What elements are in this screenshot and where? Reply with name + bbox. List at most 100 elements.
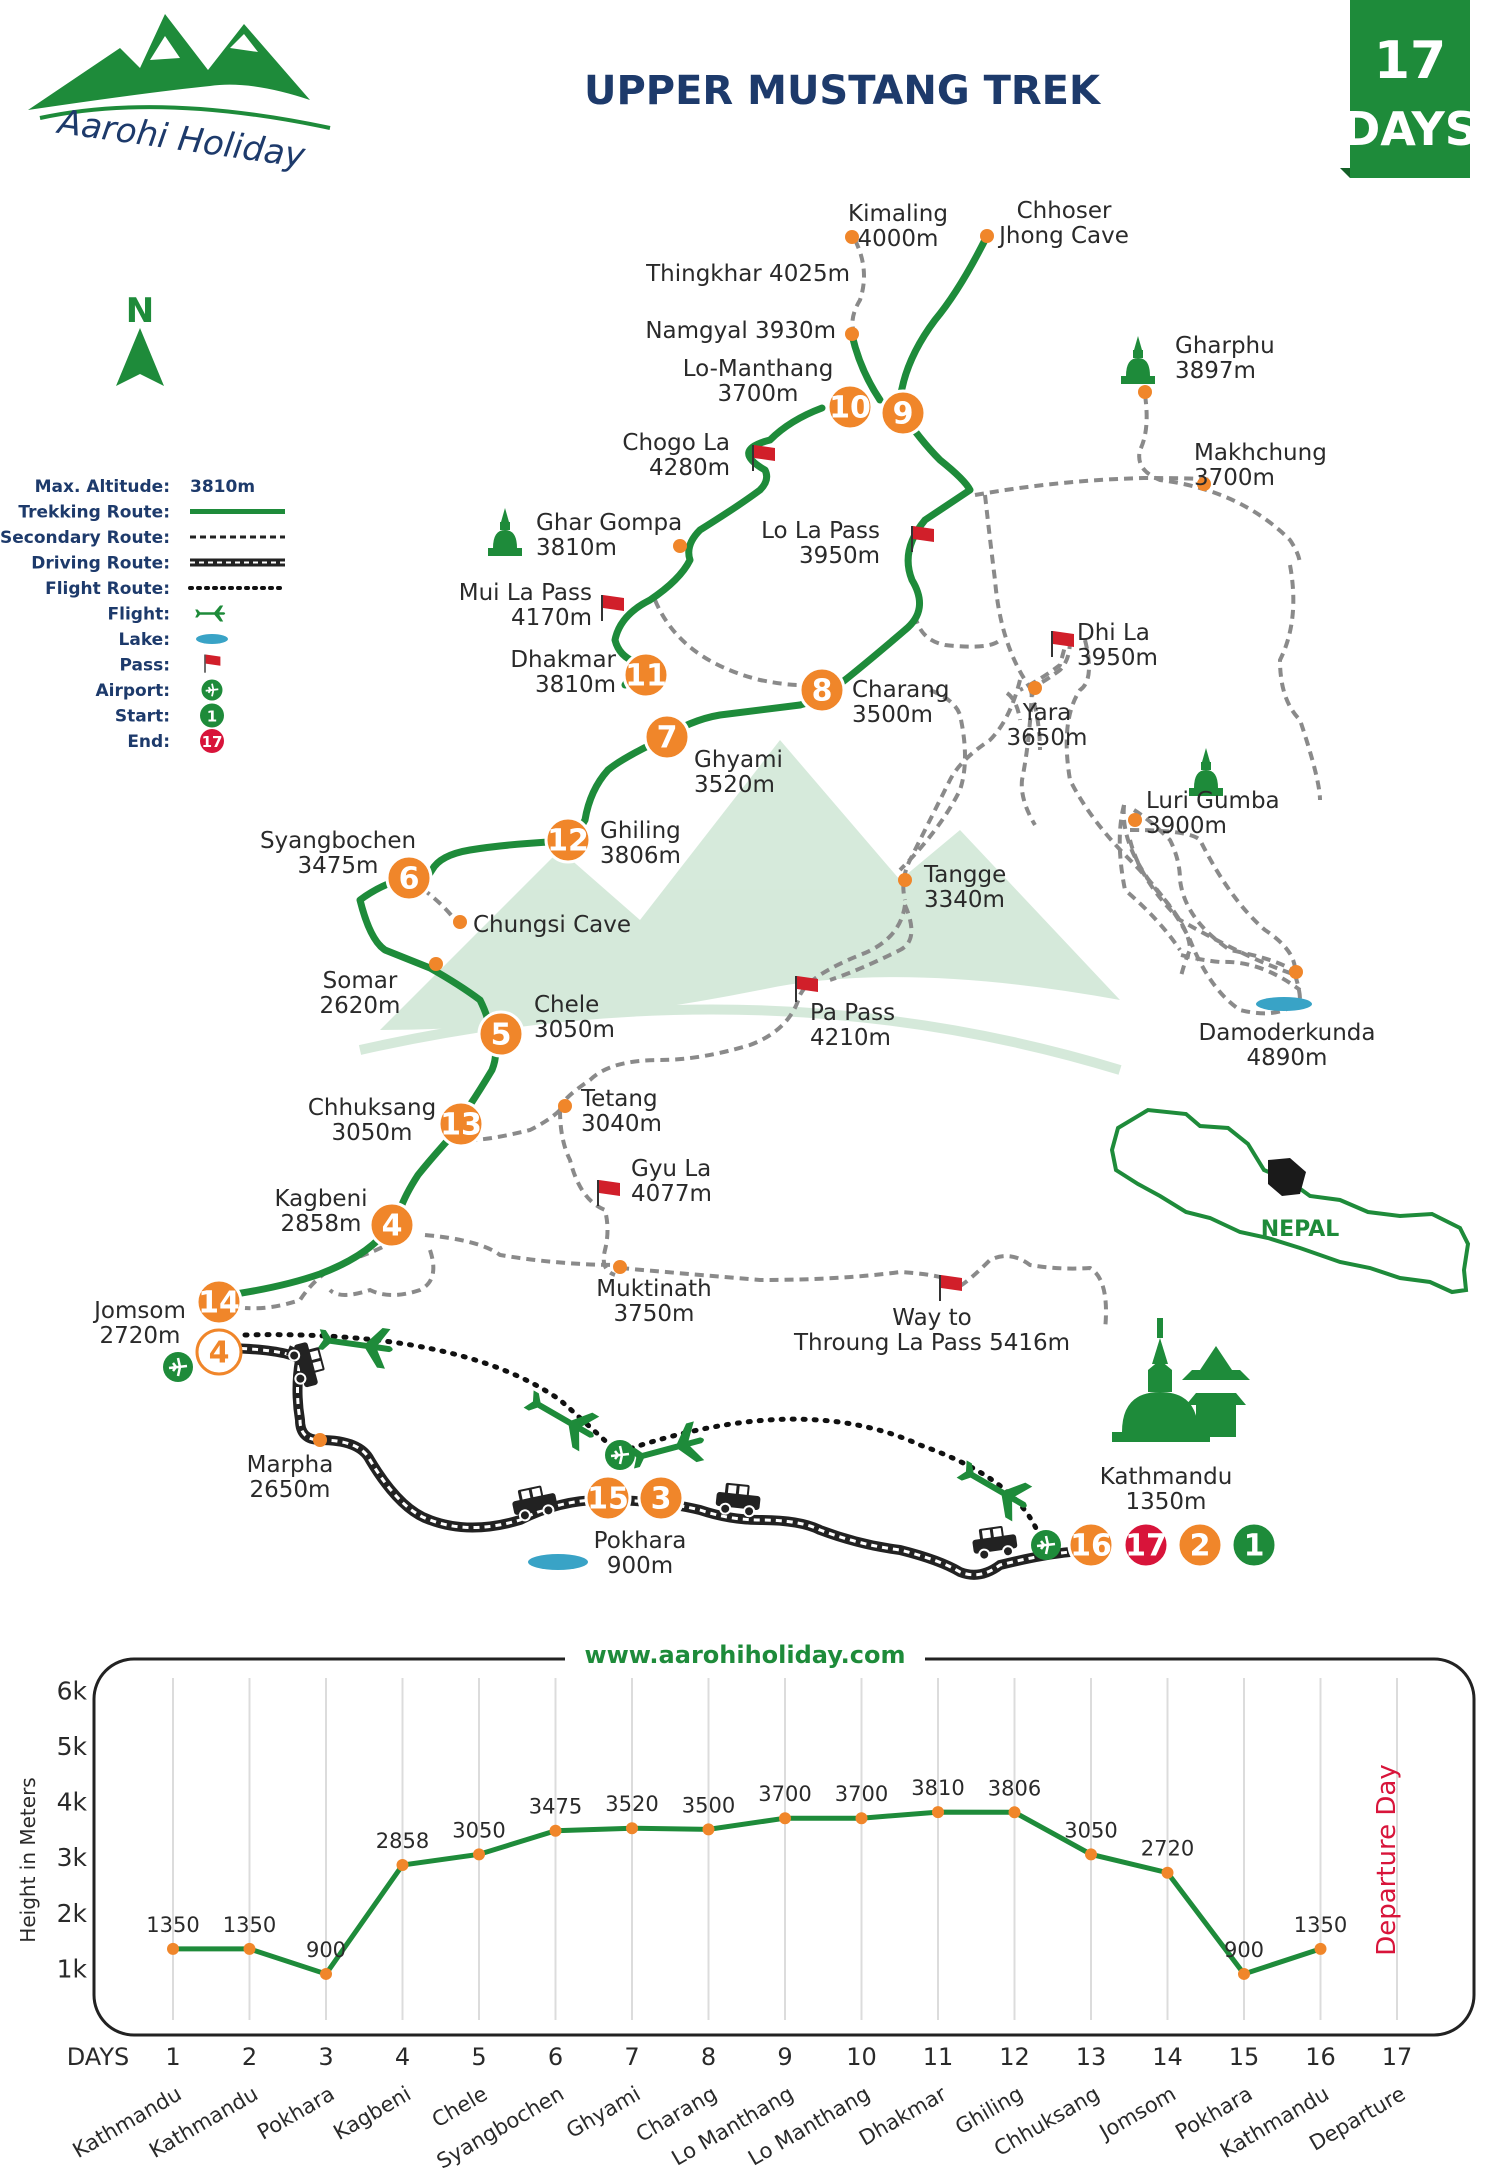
place-label-pokhara: Pokhara [594, 1528, 687, 1554]
nepal-inset-map: NEPAL [1109, 1107, 1471, 1295]
brand-name: Aarohi Holiday [54, 102, 308, 177]
day-marker-d1 [1230, 1521, 1278, 1569]
place-label-thoronglapass: Way to [892, 1305, 971, 1331]
place-label-ghargompa: Ghar Gompa [536, 510, 682, 536]
place-label-pokhara: 900m [607, 1553, 673, 1579]
chart-point [243, 1942, 256, 1955]
place-label-tangge: Tangge [923, 862, 1006, 888]
day-marker-d3 [637, 1474, 685, 1522]
day-marker-number: 15 [587, 1482, 629, 1517]
chart-point [396, 1859, 409, 1872]
chart-day-place: Syangbochen [433, 2082, 568, 2171]
day-marker-d9 [879, 389, 927, 437]
place-label-muilapass: 4170m [511, 605, 592, 631]
place-label-makhchung: Makhchung [1194, 440, 1327, 466]
chart-data-label: 3806 [988, 1776, 1041, 1800]
chart-day-place: Jomsom [1094, 2082, 1180, 2146]
chart-point [1314, 1942, 1327, 1955]
place-label-gyula: Gyu La [631, 1156, 711, 1182]
chart-day-place: Pokhara [253, 2082, 338, 2145]
legend-label: Lake: [119, 630, 170, 650]
logo-swoosh-icon [39, 105, 331, 130]
legend-lake-icon [196, 634, 228, 644]
place-label-tangge: 3340m [924, 887, 1005, 913]
chart-point [1085, 1848, 1097, 1861]
duration-badge: 17 DAYS [1340, 0, 1478, 178]
logo-mountains-icon [28, 14, 310, 110]
day-marker-number: 12 [547, 824, 589, 859]
place-label-thingkhar: Thingkhar 4025m [645, 261, 850, 287]
day-marker-number: 1 [1244, 1529, 1265, 1564]
north-label: N [126, 291, 154, 331]
day-marker-number: 16 [1070, 1529, 1112, 1564]
chart-day-number: 4 [395, 2043, 410, 2071]
legend-plane-icon [195, 605, 226, 622]
place-label-kagbeni: 2858m [281, 1211, 362, 1237]
place-label-muktinath: 3750m [614, 1301, 695, 1327]
chart-y-tick: 4k [57, 1788, 88, 1817]
place-label-chungsicave: Chungsi Cave [473, 912, 631, 938]
chart-day-number: 14 [1152, 2043, 1183, 2071]
duration-days: 17 [1374, 31, 1446, 91]
day-marker-number: 3 [651, 1482, 672, 1517]
place-label-ghyami: 3520m [694, 772, 775, 798]
place-label-dhakmar: Dhakmar [510, 647, 616, 673]
chart-data-label: 2858 [376, 1829, 429, 1853]
chart-point [1238, 1967, 1250, 1980]
gompa-icon [1121, 336, 1155, 384]
chart-day-place: Ghyami [562, 2082, 644, 2143]
place-label-lurigumba: 3900m [1146, 813, 1227, 839]
chart-data-label: 3050 [452, 1818, 505, 1842]
chart-point [1161, 1866, 1174, 1879]
place-label-muktinath: Muktinath [596, 1276, 711, 1302]
legend-flag-icon [204, 653, 222, 674]
lake-icon [1256, 997, 1312, 1011]
chart-data-label: 3520 [605, 1792, 658, 1816]
place-label-chhuksang: Chhuksang [308, 1095, 436, 1121]
pass-flag-icon [939, 1274, 963, 1302]
day-marker-number: 13 [440, 1108, 482, 1143]
place-label-chogola: 4280m [649, 455, 730, 481]
chart-point [932, 1806, 944, 1819]
chart-y-tick: 5k [57, 1732, 88, 1761]
place-label-marpha: Marpha [247, 1452, 334, 1478]
day-marker-d7 [643, 713, 691, 761]
place-label-ghargompa: 3810m [536, 535, 617, 561]
airport-icon [1029, 1528, 1063, 1562]
place-label-lolapass: 3950m [799, 543, 880, 569]
x-axis-label: DAYS [67, 2043, 130, 2071]
chart-day-number: 6 [548, 2043, 563, 2071]
place-label-lurigumba: Luri Gumba [1146, 788, 1280, 814]
departure-day-label: Departure Day [1372, 1764, 1402, 1956]
flight-plane-icon [315, 1319, 396, 1370]
legend-marker-number: 1 [207, 708, 217, 726]
mustang-region-icon [1268, 1158, 1306, 1196]
chart-data-label: 3475 [529, 1795, 582, 1819]
north-arrow: N [116, 291, 164, 386]
chart-day-number: 13 [1076, 2043, 1107, 2071]
chart-day-number: 1 [165, 2043, 180, 2071]
place-dots [313, 229, 1303, 1447]
chart-point [702, 1823, 715, 1836]
duration-unit: DAYS [1342, 102, 1478, 156]
place-label-papass: Pa Pass [810, 1000, 895, 1026]
place-label-gyula: 4077m [631, 1181, 712, 1207]
day-marker-number: 6 [399, 862, 420, 897]
place-label-lomanthang: 3700m [718, 381, 799, 407]
chart-y-tick: 3k [57, 1843, 88, 1872]
chart-day-number: 16 [1305, 2043, 1336, 2071]
place-label-damoderkunda: Damoderkunda [1199, 1020, 1376, 1046]
chart-point [320, 1967, 332, 1980]
chart-point [167, 1942, 179, 1955]
kathmandu-stupa-icon [1112, 1318, 1250, 1442]
chart-data-label: 900 [1224, 1938, 1264, 1962]
legend-label: Pass: [119, 656, 170, 676]
chart-day-number: 11 [923, 2043, 954, 2071]
place-label-ghiling: 3806m [600, 843, 681, 869]
place-label-kagbeni: Kagbeni [274, 1186, 367, 1212]
place-label-marpha: 2650m [250, 1477, 331, 1503]
watermark [358, 740, 1122, 1075]
